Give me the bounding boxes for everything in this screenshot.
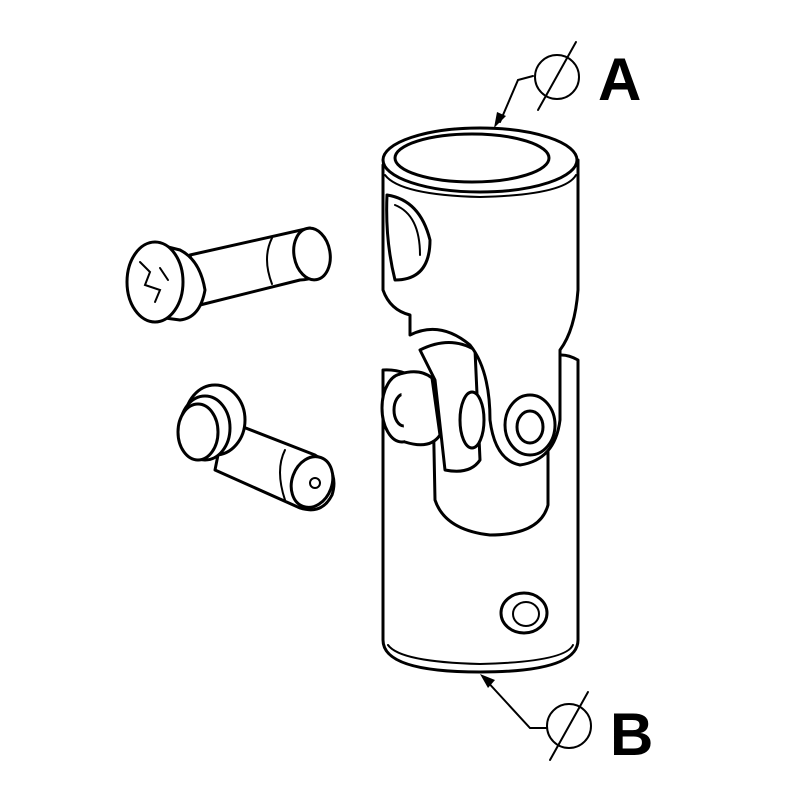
dimension-label-a: A [598, 46, 642, 113]
leader-a [494, 41, 580, 128]
pin-plain [176, 383, 336, 512]
set-screw-hole-lower [499, 591, 549, 635]
set-screw-hole-upper [385, 193, 432, 282]
leader-b [480, 674, 592, 761]
upper-yoke [381, 126, 580, 467]
pin-screw [125, 226, 332, 324]
center-cross [380, 341, 486, 473]
diameter-icon [546, 703, 592, 749]
dimension-label-b: B [610, 701, 654, 768]
diameter-icon [534, 54, 580, 100]
